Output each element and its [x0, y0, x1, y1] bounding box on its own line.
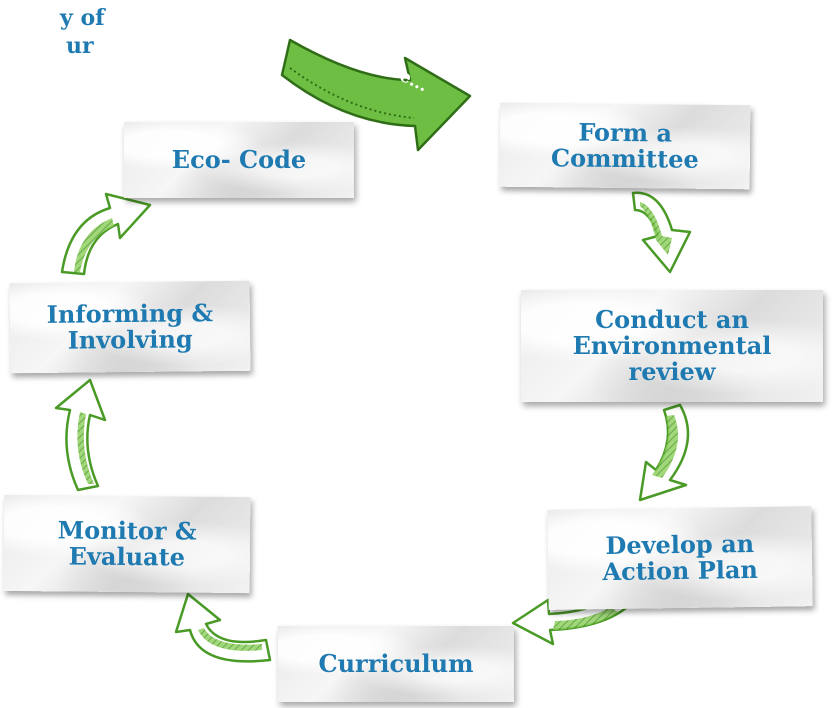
intro-text-line-1: y of	[60, 5, 105, 31]
step-label: Eco- Code	[171, 145, 307, 174]
intro-text: y of ur	[0, 4, 105, 60]
arrow-review-to-plan	[638, 403, 690, 502]
step-card-eco-code: Eco- Code	[124, 122, 354, 198]
step-label: Informing & Involving	[46, 298, 214, 355]
step-card-informing-involving: Informing & Involving	[9, 280, 251, 374]
intro-text-line-2: ur	[66, 33, 94, 59]
arrow-informing-to-ecocode	[60, 192, 152, 276]
step-card-monitor-evaluate: Monitor & Evaluate	[3, 494, 251, 594]
step-label: Form a Committee	[550, 117, 699, 174]
step-card-form-committee: Form a Committee	[499, 102, 751, 190]
step-label: Curriculum	[318, 649, 474, 678]
step-label: Monitor & Evaluate	[57, 515, 197, 572]
step-label: Develop an Action Plan	[602, 528, 759, 587]
step-card-environmental-review: Conduct an Environmental review	[521, 290, 823, 402]
arrow-curriculum-to-monitor	[174, 592, 272, 663]
step-card-action-plan: Develop an Action Plan	[547, 506, 813, 610]
step-card-curriculum: Curriculum	[278, 626, 514, 702]
step-label: Conduct an Environmental review	[572, 305, 772, 386]
